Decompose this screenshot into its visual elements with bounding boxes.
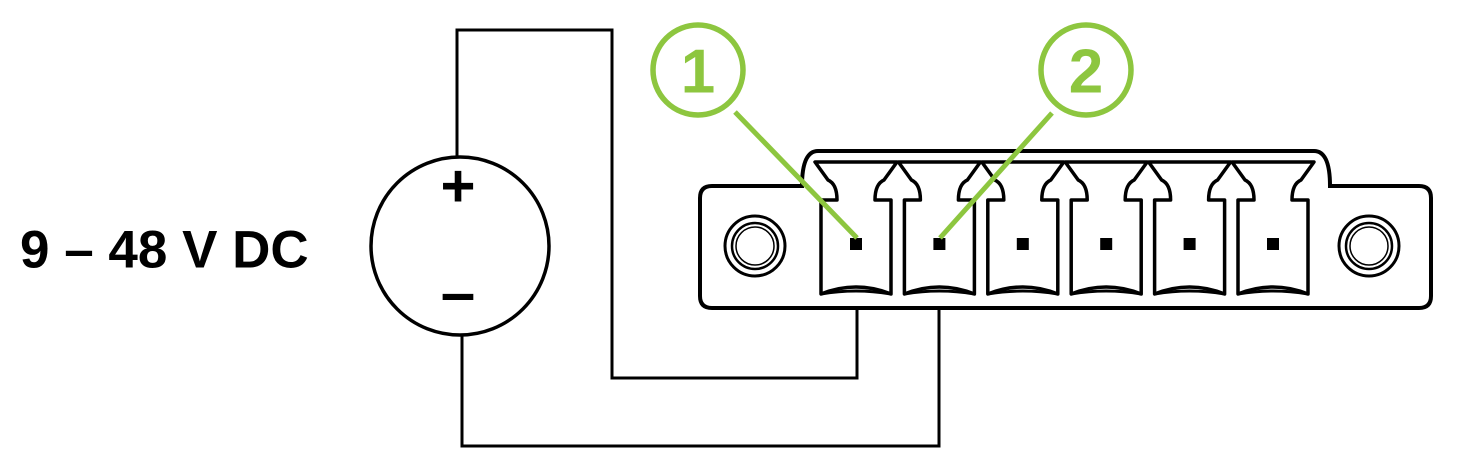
callout-2-leader [938,111,1054,240]
negative-terminal-symbol: – [441,259,475,328]
connector-pin-2 [896,160,983,296]
connector-pin-housing [980,160,1066,296]
connector-pin-1 [813,160,899,296]
callout-2-circle [1038,22,1134,118]
connector-pin-contact [1267,238,1279,250]
wire-negative [460,244,941,448]
wire-positive [455,28,859,380]
connector-pin-housing [1063,160,1149,296]
connector-pin-housing [1230,160,1316,296]
mounting-screw-right [1337,214,1401,278]
callout-1-circle [650,22,746,118]
connector-pin-housing [1146,160,1233,296]
connector-pin-housing [896,160,983,296]
connector-pin-contact [933,238,946,250]
connector-pin-contact [850,238,862,250]
connector-pin-lip [820,289,892,296]
callout-2-number: 2 [1069,38,1103,107]
callout-1-number: 1 [681,38,715,107]
connector-pin-lip [904,289,975,296]
callout-1: 1 [650,22,746,118]
connector-pin-lip [1154,289,1225,296]
terminal-block-connector [698,149,1433,310]
connector-pin-lip [1070,289,1142,296]
connector-pin-housing [813,160,899,296]
connector-pin-contact [1100,238,1113,250]
callout-2: 2 [1038,22,1134,118]
connector-body [698,149,1433,310]
power-source-symbol [369,155,551,337]
voltage-label: 9 – 48 V DC [20,221,309,280]
connector-pin-contact [1016,238,1029,250]
connector-pin-5 [1146,160,1233,296]
callout-1-leader [733,110,859,240]
connector-pin-4 [1063,160,1149,296]
mounting-screw-left [723,214,787,278]
connector-pin-lip [1237,289,1309,296]
positive-terminal-symbol: + [440,153,475,220]
connector-pin-lip [987,289,1059,296]
power-source: + – [369,153,551,337]
connector-pin-6 [1230,160,1316,296]
connector-pins [813,160,1316,296]
connector-pin-contact [1183,238,1196,250]
connector-pin-3 [980,160,1066,296]
